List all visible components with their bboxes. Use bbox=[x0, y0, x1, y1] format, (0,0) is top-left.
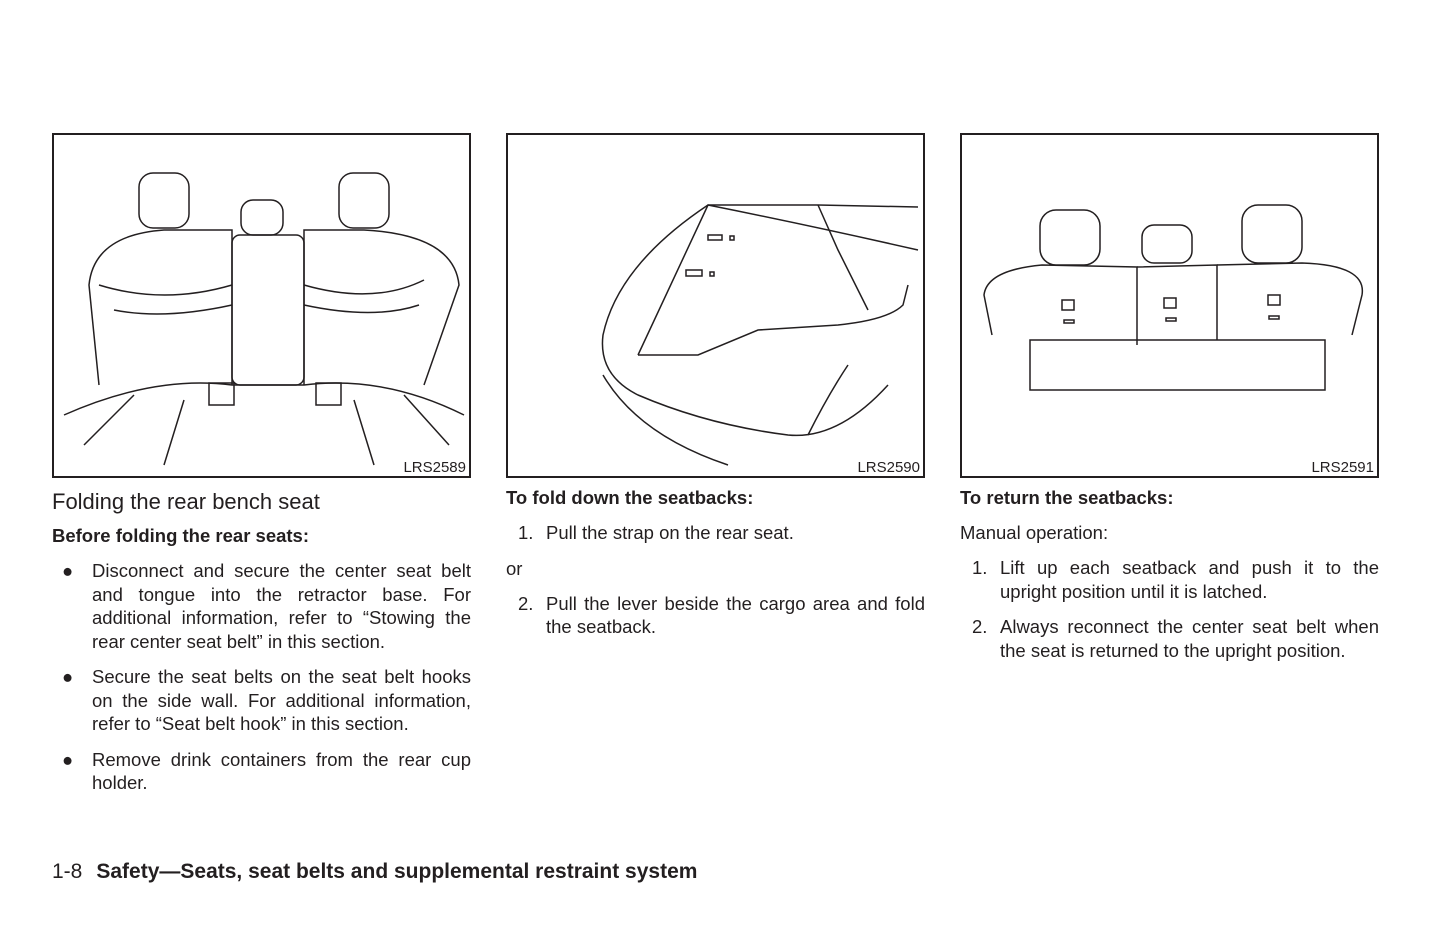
step-text: Lift up each seatback and push it to the… bbox=[1000, 557, 1379, 602]
section-heading: Folding the rear bench seat bbox=[52, 489, 320, 514]
step-number: 2. bbox=[972, 616, 988, 637]
bullet-icon: ● bbox=[62, 748, 74, 770]
bullet-icon: ● bbox=[62, 560, 74, 581]
section-title: Safety—Seats, seat belts and supplementa… bbox=[96, 860, 698, 883]
return-seatback-illustration bbox=[983, 204, 1364, 391]
fold-steps-alt: 2. Pull the lever beside the cargo area a… bbox=[506, 592, 925, 639]
step-number: 1. bbox=[972, 557, 988, 578]
return-steps: 1. Lift up each seatback and push it to t… bbox=[960, 556, 1379, 662]
or-text: or bbox=[506, 557, 523, 579]
column-1: LRS2589 Folding the rear bench seat Befo… bbox=[52, 133, 471, 795]
step-text: Pull the strap on the rear seat. bbox=[546, 522, 794, 543]
page-number: 1-8 bbox=[52, 860, 83, 883]
step-number: 1. bbox=[518, 522, 534, 543]
intro-text: Manual operation: bbox=[960, 522, 1109, 543]
list-item: 2. Pull the lever beside the cargo area a… bbox=[506, 592, 925, 639]
step-text: Pull the lever beside the cargo area and… bbox=[546, 592, 925, 638]
page-footer: 1-8 Safety—Seats, seat belts and suppleme… bbox=[52, 860, 697, 884]
rear-bench-seat-illustration bbox=[63, 172, 465, 466]
list-item: 1. Lift up each seatback and push it to t… bbox=[960, 556, 1379, 603]
figure-rear-bench-seat: LRS2589 bbox=[52, 133, 471, 478]
fold-steps: 1. Pull the strap on the rear seat. bbox=[506, 521, 925, 545]
list-item: 1. Pull the strap on the rear seat. bbox=[506, 521, 925, 545]
figure-id: LRS2590 bbox=[857, 459, 920, 476]
column-2: LRS2590 To fold down the seatbacks: 1. Pu… bbox=[506, 133, 925, 639]
figure-return-seatback: LRS2591 bbox=[960, 133, 1379, 478]
fold-seatback-illustration bbox=[601, 204, 919, 466]
list-item: ● Disconnect and secure the center seat b… bbox=[52, 559, 471, 653]
list-item: 2. Always reconnect the center seat belt … bbox=[960, 615, 1379, 662]
precaution-list: ● Disconnect and secure the center seat b… bbox=[52, 559, 471, 795]
list-item-text: Secure the seat belts on the seat belt h… bbox=[92, 666, 471, 734]
figure-id: LRS2589 bbox=[403, 459, 466, 476]
figure-fold-seatback: LRS2590 bbox=[506, 133, 925, 478]
subheading: To fold down the seatbacks: bbox=[506, 487, 754, 508]
subheading: To return the seatbacks: bbox=[960, 487, 1174, 508]
figure-id: LRS2591 bbox=[1311, 459, 1374, 476]
step-number: 2. bbox=[518, 592, 534, 614]
list-item: ● Remove drink containers from the rear c… bbox=[52, 748, 471, 795]
step-text: Always reconnect the center seat belt wh… bbox=[1000, 616, 1379, 661]
list-item-text: Remove drink containers from the rear cu… bbox=[92, 748, 471, 794]
column-3: LRS2591 To return the seatbacks: Manual … bbox=[960, 133, 1379, 662]
list-item: ● Secure the seat belts on the seat belt … bbox=[52, 665, 471, 736]
list-item-text: Disconnect and secure the center seat be… bbox=[92, 560, 471, 652]
bullet-icon: ● bbox=[62, 666, 74, 687]
subheading: Before folding the rear seats: bbox=[52, 525, 310, 546]
